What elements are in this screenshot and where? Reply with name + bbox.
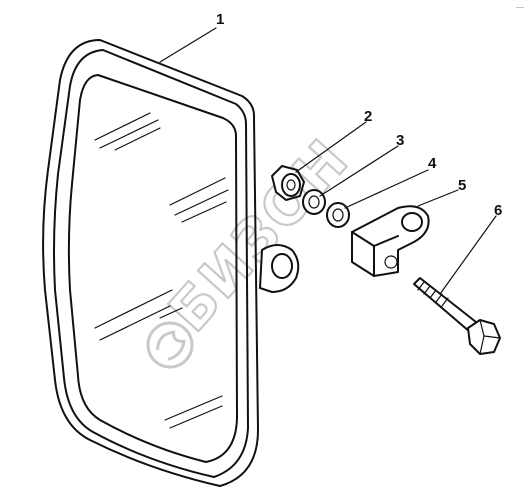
clamp-part-5 — [351, 205, 430, 277]
callout-3: 3 — [396, 132, 404, 149]
callout-6: 6 — [494, 202, 502, 219]
callout-1: 1 — [216, 11, 224, 28]
glass-reflection-marks — [94, 112, 229, 429]
washer-part-3 — [302, 189, 326, 215]
callout-2: 2 — [364, 108, 372, 125]
nut-part-2 — [271, 165, 305, 201]
callout-4: 4 — [428, 155, 437, 172]
washer-part-4 — [326, 202, 350, 228]
leader-lines — [159, 27, 497, 295]
corner-mark: — — [516, 3, 524, 12]
callout-5: 5 — [458, 177, 466, 194]
watermark: БИЗОН — [146, 126, 363, 369]
mirror-part-1 — [42, 39, 300, 487]
bolt-thread-marks — [417, 281, 449, 307]
watermark-logo-icon — [146, 321, 194, 369]
watermark-text: БИЗОН — [157, 127, 362, 344]
bolt-part-6 — [413, 277, 501, 355]
